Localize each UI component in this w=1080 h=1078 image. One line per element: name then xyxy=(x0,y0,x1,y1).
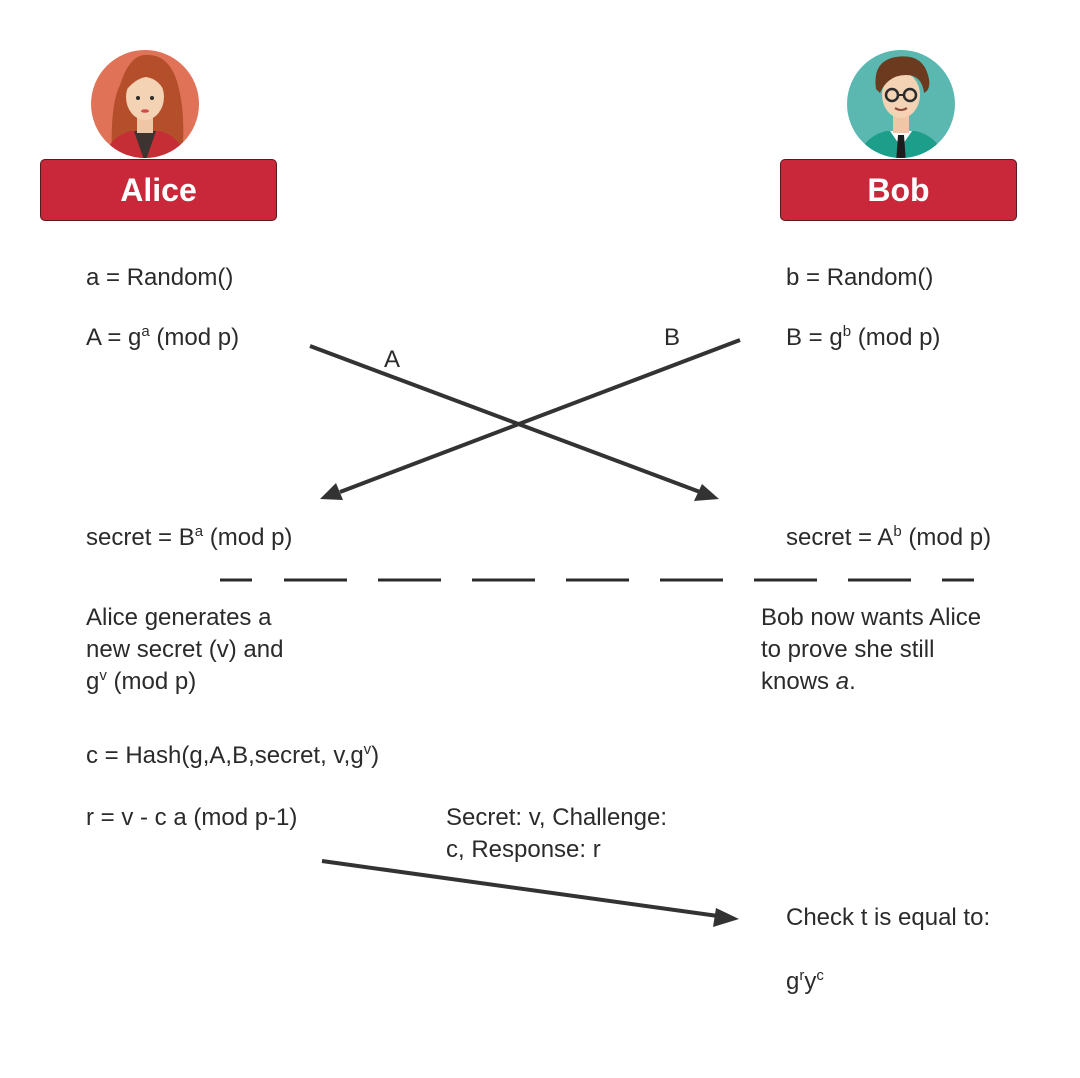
alice-shared-secret: secret = Ba (mod p) xyxy=(86,523,293,551)
alice-generates-line1: Alice generates a xyxy=(86,604,272,631)
bob-check-result: gryc xyxy=(786,967,824,995)
arrow-label-a: A xyxy=(384,346,401,373)
bob-wants-line3: knows a. xyxy=(761,668,856,695)
arrow-b-head xyxy=(320,483,343,500)
arrow-a-head xyxy=(694,484,719,501)
bob-wants-line2: to prove she still xyxy=(761,636,935,663)
arrow-a-line xyxy=(309,344,701,494)
bob-name-label: Bob xyxy=(780,159,1017,221)
bob-public-key-def: B = gb (mod p) xyxy=(786,323,941,351)
bob-shared-secret: secret = Ab (mod p) xyxy=(786,523,992,551)
arrow-label-b: B xyxy=(664,324,681,351)
alice-name-label: Alice xyxy=(40,159,277,221)
alice-random-def: a = Random() xyxy=(86,264,234,291)
transfer-label-line1: Secret: v, Challenge: xyxy=(446,804,668,831)
bob-check-label: Check t is equal to: xyxy=(786,904,991,931)
alice-public-key-def: A = ga (mod p) xyxy=(86,323,240,351)
challenge-hash-def: c = Hash(g,A,B,secret, v,gv) xyxy=(86,741,380,769)
alice-generates-line3: gv (mod p) xyxy=(86,667,197,695)
bob-avatar-icon xyxy=(847,50,955,158)
alice-avatar-icon xyxy=(91,50,199,158)
arrow-transfer-line xyxy=(321,859,719,918)
transfer-label-line2: c, Response: r xyxy=(446,836,601,863)
arrow-transfer-head xyxy=(713,908,739,927)
arrow-b-line xyxy=(339,338,741,494)
alice-generates-line2: new secret (v) and xyxy=(86,636,284,663)
response-def: r = v - c a (mod p-1) xyxy=(86,804,298,831)
bob-wants-line1: Bob now wants Alice xyxy=(761,604,982,631)
bob-random-def: b = Random() xyxy=(786,264,934,291)
